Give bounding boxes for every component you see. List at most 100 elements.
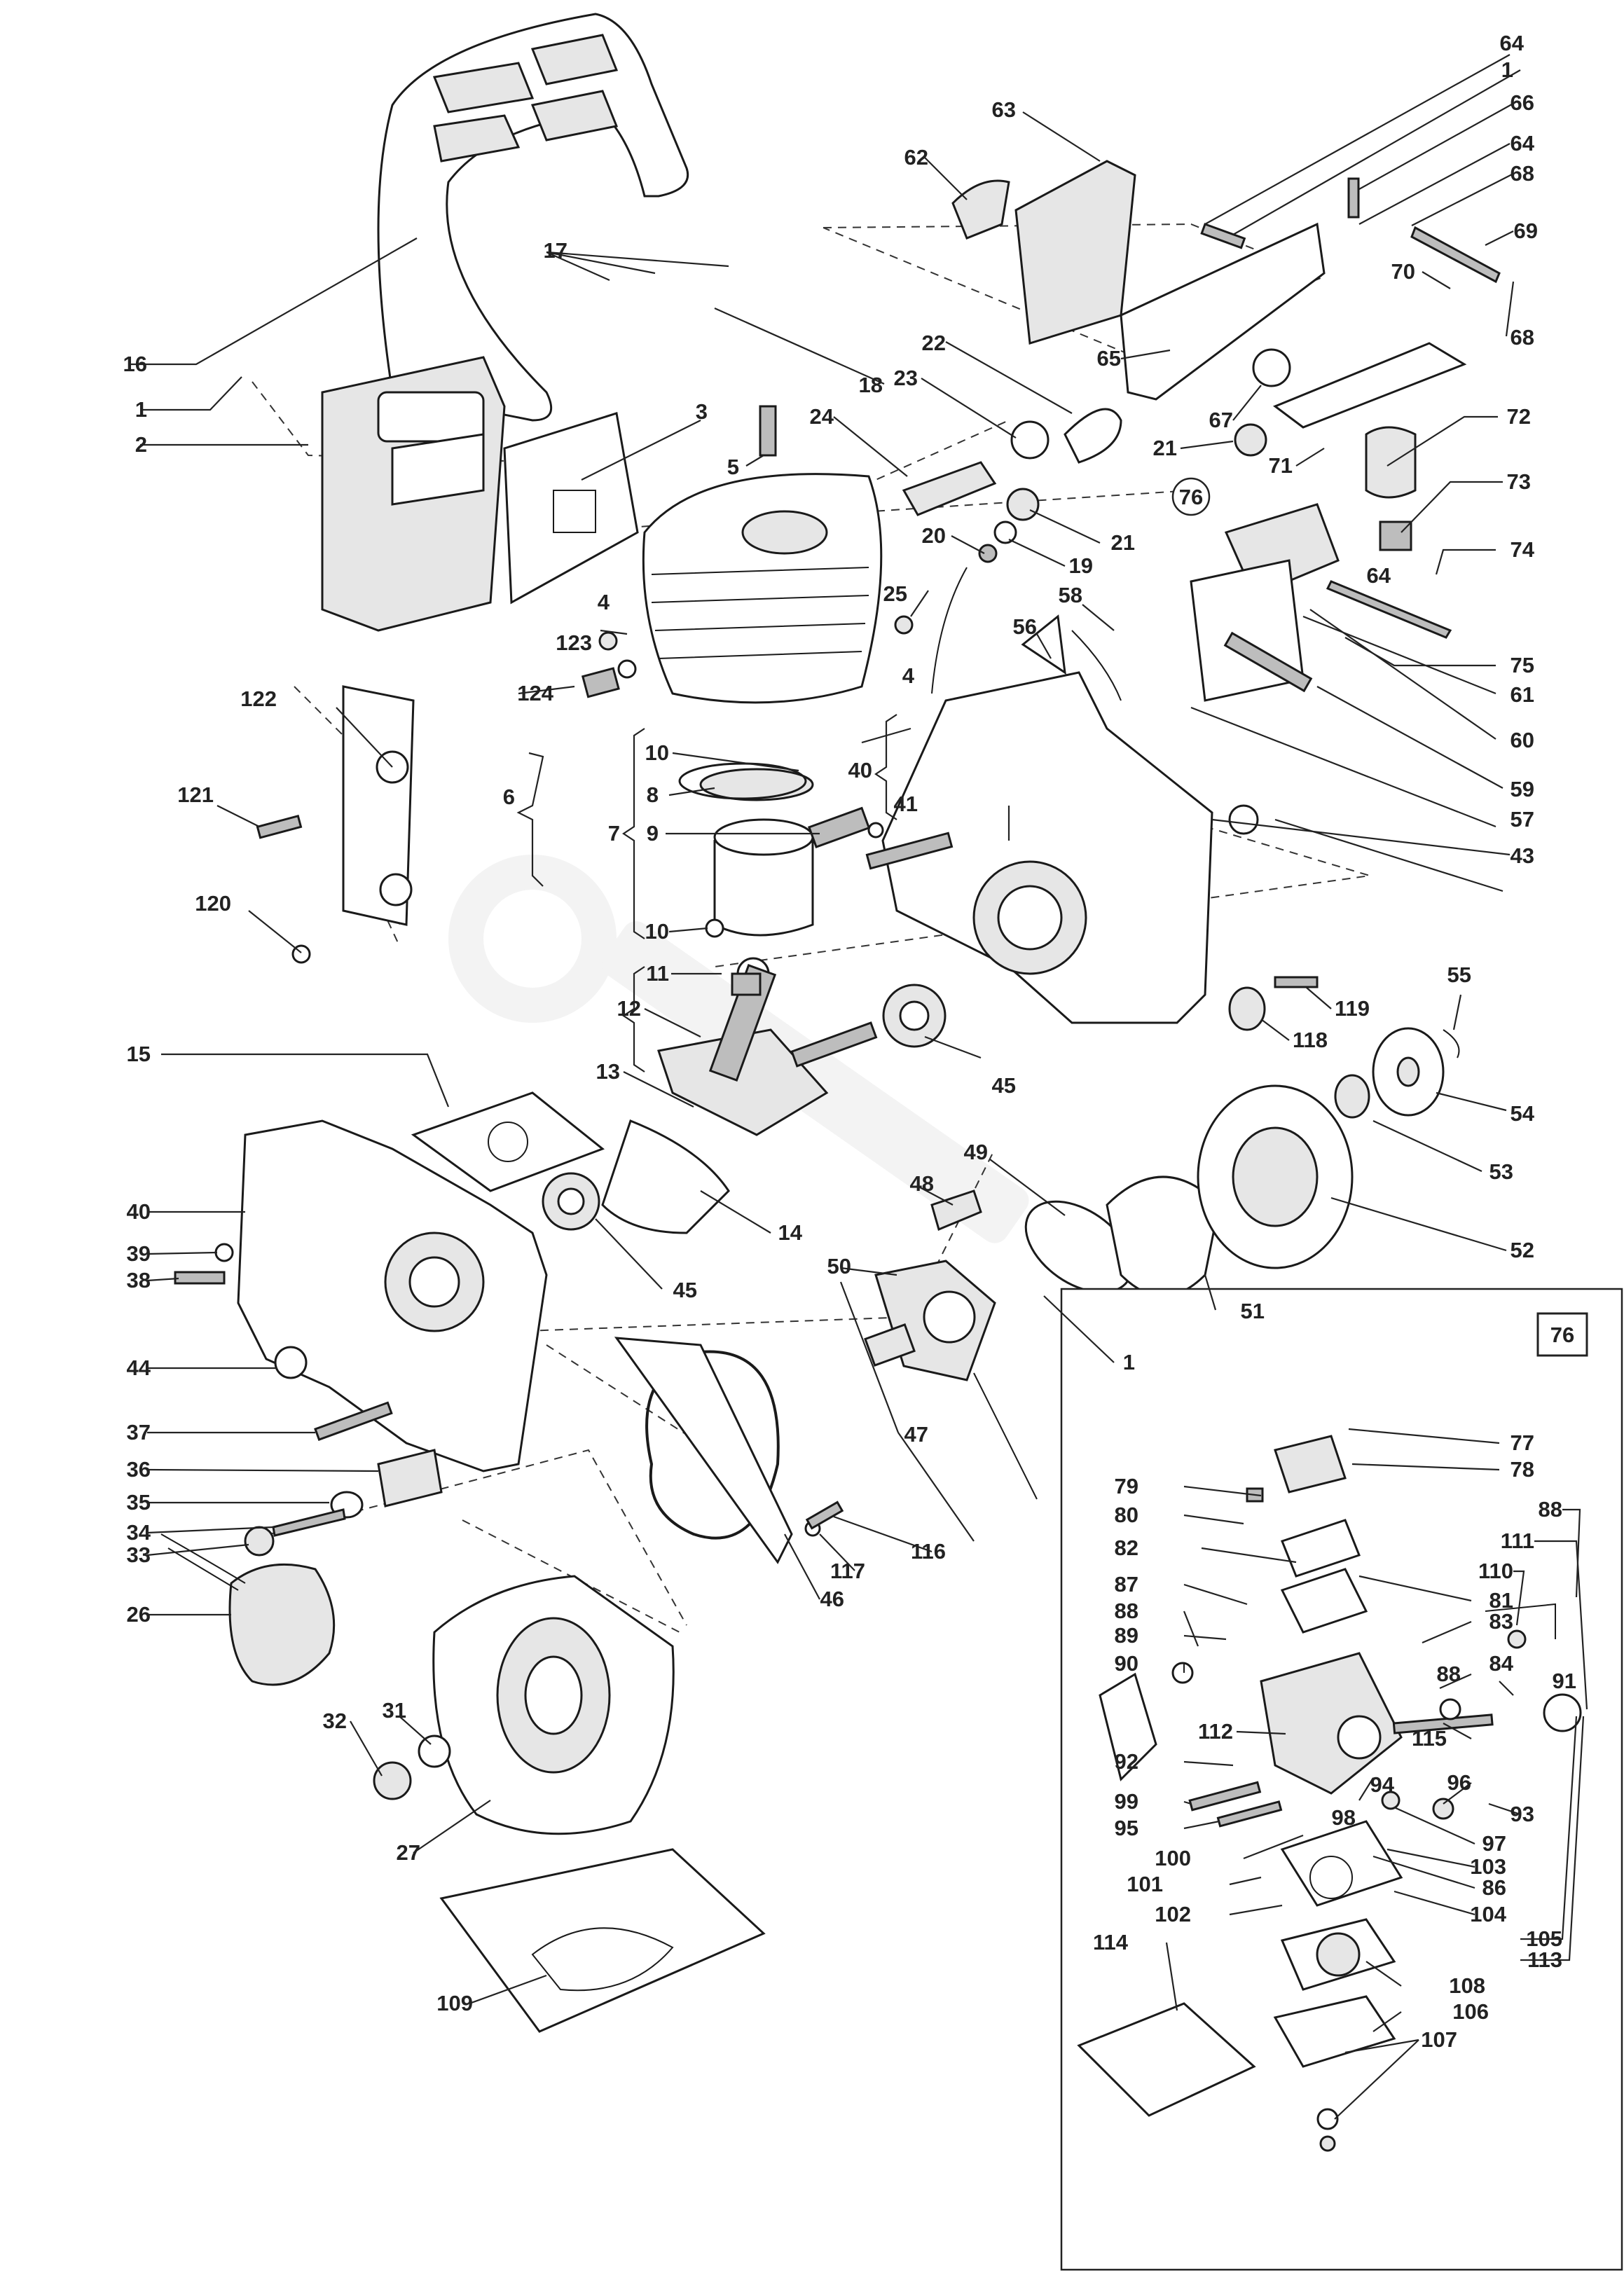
callout-label: 27 [397, 1840, 420, 1865]
callout-label: 104 [1470, 1902, 1506, 1926]
callout-label: 1 [135, 397, 147, 422]
callout-label: 35 [127, 1490, 151, 1515]
callout-label: 87 [1115, 1572, 1138, 1596]
callout-label: 115 [1412, 1726, 1447, 1751]
callout-label: 88 [1437, 1662, 1461, 1686]
callout-label: 18 [859, 373, 883, 397]
callout-label: 116 [911, 1539, 946, 1564]
callout-label: 44 [127, 1356, 151, 1380]
callout-label: 95 [1115, 1816, 1138, 1840]
ignition-coil [228, 1563, 336, 1686]
callout-label: 88 [1539, 1497, 1562, 1522]
base-gasket [411, 1091, 605, 1192]
chain-guide-plate [342, 685, 415, 926]
callout-label: 36 [127, 1457, 151, 1482]
callout-label: 4 [902, 663, 915, 688]
callout-label: 94 [1370, 1772, 1395, 1797]
callout-label: 15 [127, 1042, 151, 1066]
callout-label: 13 [596, 1059, 620, 1084]
callout-label: 68 [1511, 161, 1534, 186]
callout-label: 16 [123, 352, 147, 376]
callout-label: 102 [1155, 1902, 1191, 1926]
callout-label: 121 [177, 782, 214, 807]
callout-label: 100 [1155, 1846, 1191, 1870]
crankcase-right [881, 671, 1213, 1024]
callout-label: 62 [904, 145, 928, 170]
callout-label: 72 [1507, 404, 1531, 429]
callout-label: 40 [127, 1199, 151, 1224]
callout-label: 71 [1269, 453, 1293, 478]
callout-label: 52 [1511, 1238, 1534, 1262]
callout-label: 39 [127, 1241, 151, 1266]
callout-label: 98 [1332, 1805, 1356, 1830]
callout-label: 79 [1115, 1474, 1138, 1498]
callout-label: 55 [1447, 963, 1471, 987]
callout-label: 66 [1511, 90, 1534, 115]
callout-label: 105 [1526, 1926, 1562, 1951]
front-handle [377, 13, 689, 422]
callout-label: 99 [1115, 1789, 1138, 1814]
callout-label: 32 [323, 1709, 347, 1733]
callout-label: 47 [904, 1422, 928, 1447]
callout-label: 64 [1511, 131, 1535, 156]
callout-label: 51 [1241, 1299, 1265, 1323]
callout-label: 31 [383, 1698, 406, 1723]
callout-label: 93 [1511, 1802, 1534, 1826]
callout-label: 73 [1507, 469, 1531, 494]
callout-label: 106 [1452, 1999, 1489, 2024]
callout-label: 65 [1097, 346, 1121, 371]
callout-label: 10 [645, 919, 669, 944]
carb-body [1260, 1652, 1403, 1795]
callout-label: 83 [1489, 1609, 1513, 1634]
callout-label: 60 [1511, 728, 1534, 752]
callout-label: 7 [608, 821, 620, 846]
callout-label: 59 [1511, 777, 1534, 801]
callout-label: 97 [1482, 1831, 1506, 1856]
callout-label: 124 [517, 681, 553, 705]
callout-label: 43 [1511, 843, 1534, 868]
callout-label: 75 [1511, 653, 1534, 677]
callout-label: 40 [848, 758, 872, 782]
inset-box-number: 76 [1550, 1323, 1574, 1347]
callout-label: 117 [830, 1559, 865, 1583]
callout-label: 37 [127, 1420, 151, 1444]
callout-label: 38 [127, 1268, 151, 1292]
callout-label: 82 [1115, 1536, 1138, 1560]
callout-label: 10 [645, 740, 669, 765]
callout-label: 24 [810, 404, 834, 429]
callout-label: 50 [827, 1254, 851, 1278]
callout-label: 49 [964, 1140, 988, 1164]
callout-label: 123 [556, 630, 592, 655]
callout-label: 23 [894, 366, 918, 390]
callout-label: 92 [1115, 1749, 1138, 1774]
callout-label: 14 [778, 1220, 803, 1245]
callout-label: 54 [1511, 1101, 1535, 1126]
gasket-kit-bag [439, 1848, 766, 2033]
callout-label: 77 [1511, 1430, 1534, 1455]
callout-label: 41 [894, 792, 918, 816]
callout-label: 70 [1391, 259, 1415, 284]
carb-kit-bag [1077, 2002, 1256, 2117]
muffler-gasket [503, 412, 639, 605]
callout-label: 2 [135, 432, 147, 457]
carburettor-detail-inset: 76 [1060, 1288, 1623, 2271]
callout-label: 33 [127, 1543, 151, 1567]
callout-label: 78 [1511, 1457, 1534, 1482]
callout-label: 4 [598, 590, 610, 614]
callout-label: 63 [992, 97, 1016, 122]
callout-label: 6 [503, 785, 515, 809]
callout-label: 74 [1511, 537, 1535, 562]
callout-label: 17 [544, 238, 567, 263]
callout-label: 57 [1511, 807, 1534, 832]
cylinder [642, 473, 883, 704]
callout-label: 67 [1209, 408, 1233, 432]
callout-label: 103 [1470, 1854, 1506, 1879]
callout-label: 20 [922, 523, 946, 548]
callout-label: 53 [1489, 1159, 1513, 1184]
callout-label: 61 [1511, 682, 1534, 707]
callout-label: 26 [127, 1602, 151, 1627]
callout-label: 101 [1127, 1872, 1163, 1896]
callout-label: 80 [1115, 1503, 1138, 1527]
piston [699, 768, 814, 937]
callout-label: 90 [1115, 1651, 1138, 1676]
